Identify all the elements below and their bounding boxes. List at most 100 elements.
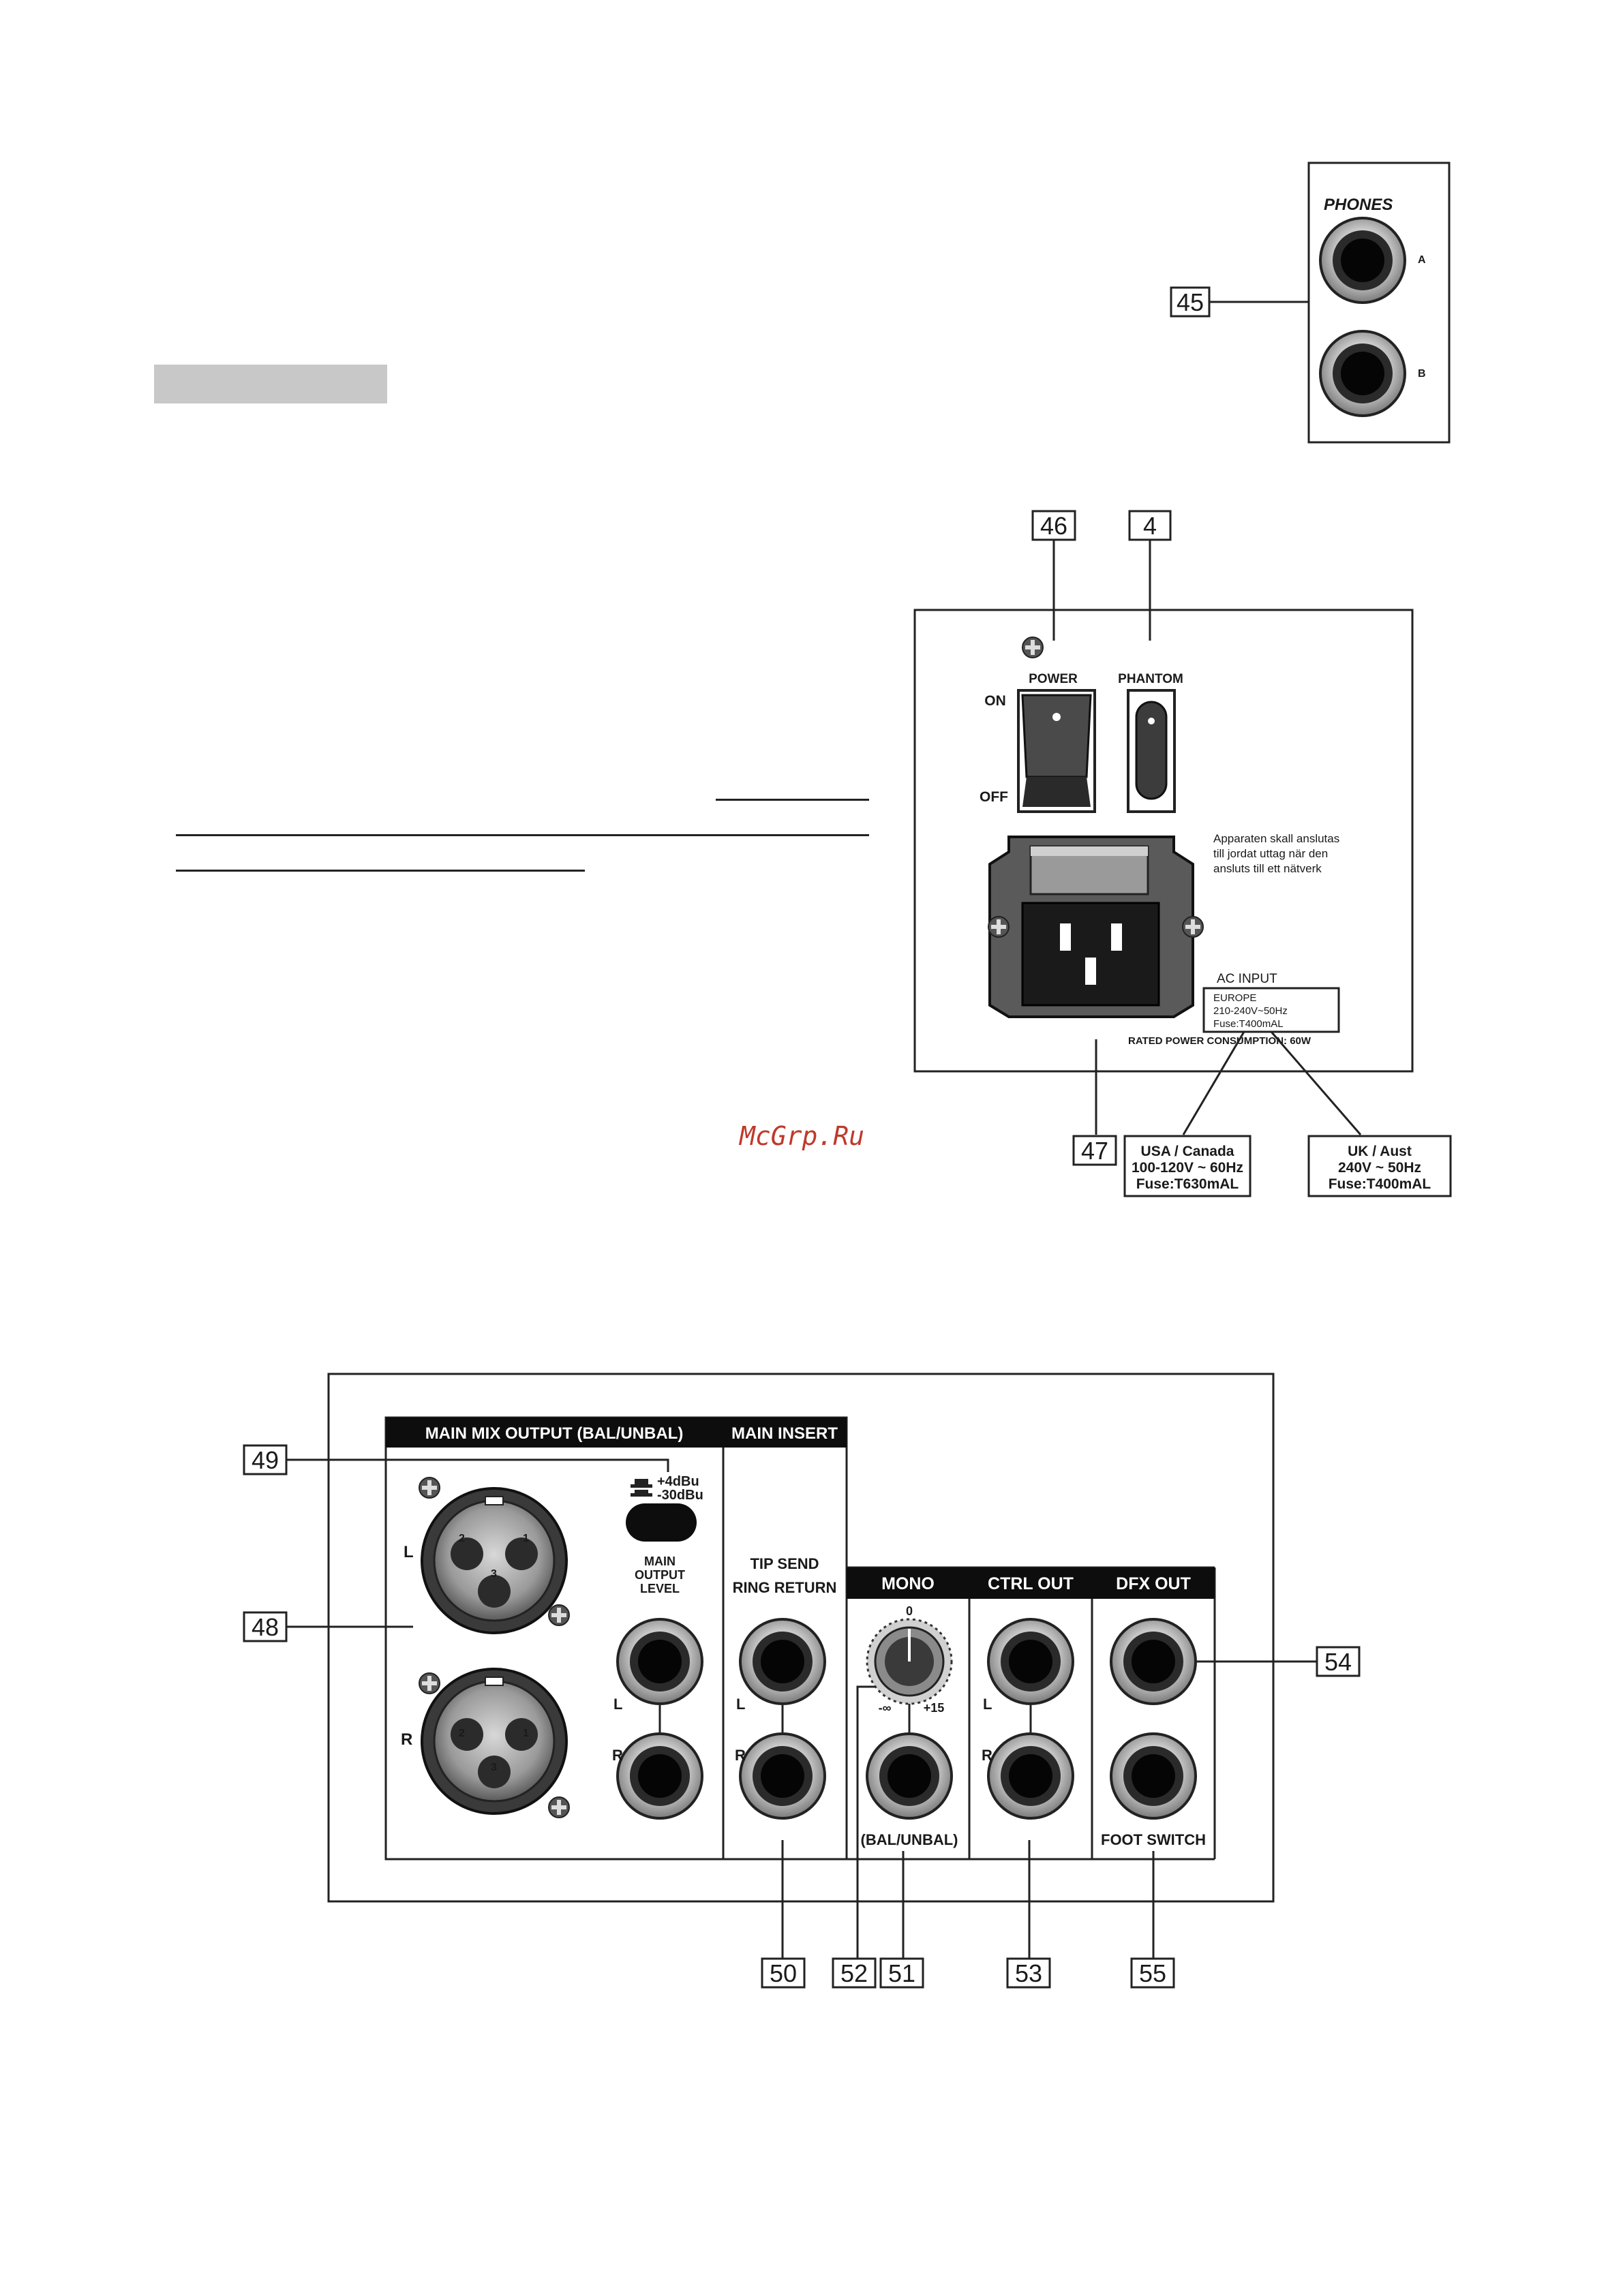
europe-line-2: 210-240V~50Hz [1213,1005,1288,1017]
usa-box [1123,1135,1252,1197]
callout-53-box [1006,1957,1051,1989]
xlr-pin-2: 2 [459,1728,465,1739]
callout-47: 47 [1081,1137,1108,1165]
ctrl-L-label: L [983,1696,992,1713]
power-switch[interactable] [1017,689,1096,813]
mono-header [847,1567,969,1599]
rear-output-panel: MAIN MIX OUTPUT (BAL/UNBAL) MAIN INSERT … [243,1373,1361,1989]
jack-R-label: R [612,1747,623,1764]
text-underline [176,870,585,872]
callout-54-box [1316,1646,1361,1677]
callout-4: 4 [1143,512,1157,540]
dfx-out-header-text: DFX OUT [1116,1574,1191,1593]
main-mix-jack-right[interactable] [616,1732,703,1820]
ctrl-out-jack-left[interactable] [987,1618,1074,1705]
europe-line-3: Fuse:T400mAL [1213,1018,1284,1030]
section-heading-bar [154,365,387,403]
knob-top-label: 0 [906,1604,913,1618]
main-insert-header-text: MAIN INSERT [731,1424,838,1443]
on-label: ON [984,693,1006,709]
phones-panel: PHONES A B 45 [1170,162,1451,444]
notice-line-3: ansluts till ett nätverk [1213,862,1322,875]
power-panel: 46 4 POWER ON OFF PHANTOM [913,510,1452,1197]
europe-box [1202,987,1340,1033]
dfx-out-header [1092,1567,1215,1599]
ctrl-out-jack-right[interactable] [987,1732,1074,1820]
main-output-level-switch[interactable] [626,1503,697,1542]
inlet-screw-right-icon [1182,916,1204,938]
usa-line-2: 100-120V ~ 60Hz [1132,1160,1243,1176]
jack-L-label: L [613,1696,622,1713]
callout-46-box [1031,510,1076,541]
callout-50-box [761,1957,806,1989]
level-caption-2: OUTPUT [635,1568,685,1582]
uk-box [1307,1135,1452,1197]
callout-45: 45 [1177,288,1204,316]
off-label: OFF [980,789,1008,805]
xlr-pin-1: 1 [523,1728,529,1739]
level-switch-icon [631,1479,652,1497]
callout-line [856,1685,875,1959]
europe-line-1: EUROPE [1213,992,1256,1004]
callout-line [286,1458,669,1472]
callout-48-box [243,1611,288,1642]
phones-jack-b[interactable] [1319,330,1406,417]
callout-47-box [1072,1135,1117,1166]
main-mix-jack-left[interactable] [616,1618,703,1705]
callout-4-box [1128,510,1172,541]
callout-48: 48 [252,1613,279,1641]
ctrl-R-label: R [982,1747,992,1764]
phones-jack-a[interactable] [1319,217,1406,304]
xlr-pin-2: 2 [459,1533,465,1544]
level-hi: +4dBu [657,1474,699,1489]
ac-inlet-socket[interactable] [988,836,1194,1018]
foot-switch-label: FOOT SWITCH [1101,1831,1206,1848]
callout-line [1182,1031,1245,1135]
main-mix-header-text: MAIN MIX OUTPUT (BAL/UNBAL) [425,1424,684,1443]
rated-power: RATED POWER CONSUMPTION: 60W [1128,1035,1311,1047]
ctrl-out-header [969,1567,1092,1599]
ctrl-out-header-text: CTRL OUT [988,1574,1074,1593]
callout-52-box [832,1957,877,1989]
notice-line-2: till jordat uttag när den [1213,847,1328,860]
phones-a-label: A [1418,254,1426,266]
callout-49: 49 [252,1446,279,1474]
xlr-output-left[interactable] [421,1487,568,1634]
insert-L-label: L [736,1696,745,1713]
usa-line-1: USA / Canada [1141,1144,1234,1159]
notice-line-1: Apparaten skall anslutas [1213,832,1339,845]
callout-53: 53 [1015,1959,1042,1987]
xlr-right-label: R [401,1730,412,1749]
ground-screw-icon [1022,637,1044,658]
watermark-text: McGrp.Ru [738,1121,864,1151]
text-underline [716,799,869,801]
ac-input-label: AC INPUT [1217,972,1277,986]
phones-b-label: B [1418,368,1426,380]
xlr-output-right[interactable] [421,1668,568,1815]
knob-min-label: -∞ [879,1701,892,1715]
power-label: POWER [1029,672,1078,686]
screw-icon [548,1604,570,1626]
insert-R-label: R [735,1747,746,1764]
screw-icon [548,1796,570,1818]
main-mix-header [386,1418,723,1448]
phantom-switch[interactable] [1127,689,1176,813]
callout-45-box [1170,286,1211,318]
mono-out-jack[interactable] [866,1732,953,1820]
dfx-out-jack[interactable] [1110,1618,1197,1705]
callout-55: 55 [1139,1959,1166,1987]
screw-icon [419,1477,440,1499]
main-insert-jack-right[interactable] [739,1732,826,1820]
callout-51: 51 [888,1959,915,1987]
main-insert-header [723,1418,847,1448]
callout-line [1270,1031,1362,1135]
mono-level-knob[interactable] [866,1618,953,1705]
callout-51-box [879,1957,924,1989]
level-caption-3: LEVEL [640,1582,680,1595]
main-insert-jack-left[interactable] [739,1618,826,1705]
screw-icon [419,1672,440,1694]
foot-switch-jack[interactable] [1110,1732,1197,1820]
mono-caption: (BAL/UNBAL) [861,1831,958,1848]
callout-52: 52 [840,1959,868,1987]
